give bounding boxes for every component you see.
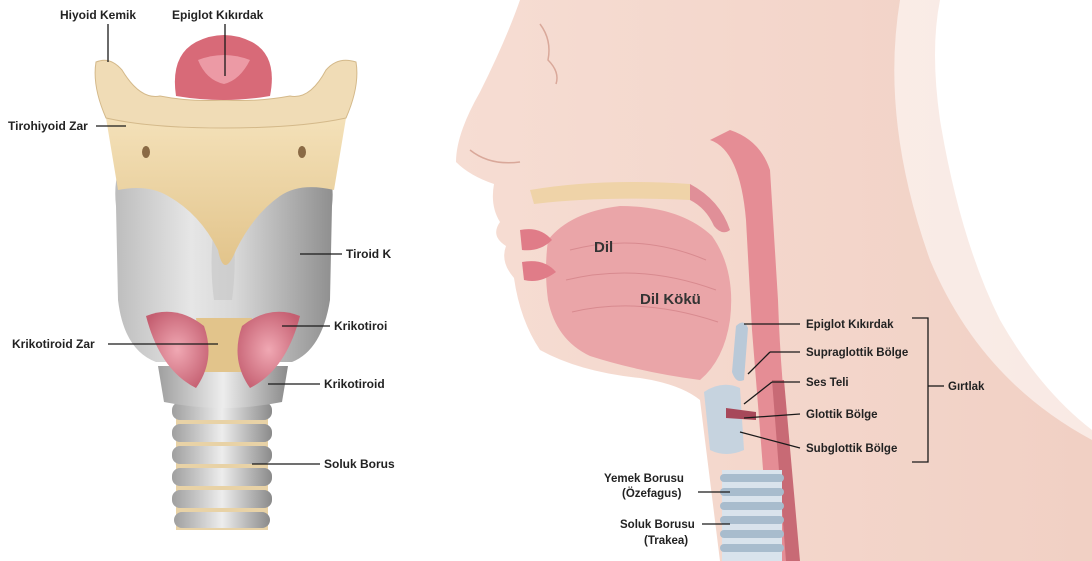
label-vocal-cord: Ses Teli — [806, 377, 849, 389]
label-esophagus-line2: (Özefagus) — [622, 487, 682, 500]
label-larynx: Gırtlak — [948, 381, 985, 393]
label-thyroid-cartilage: Tiroid K — [346, 247, 391, 261]
label-cricothyroid-muscle: Krikotiroi — [334, 319, 387, 333]
label-cricoid: Krikotiroid — [324, 377, 385, 391]
label-esophagus-line1: Yemek Borusu — [604, 473, 684, 485]
label-trachea-right-line1: Soluk Borusu — [620, 519, 695, 531]
label-cricothyroid-membrane: Krikotiroid Zar — [12, 337, 95, 351]
label-thyrohyoid-membrane: Tirohiyoid Zar — [8, 119, 88, 133]
larynx-front-view — [95, 35, 357, 530]
head-neck-sagittal-view — [456, 0, 1092, 561]
label-subglottic-region: Subglottik Bölge — [806, 443, 897, 455]
label-tongue: Dil — [594, 239, 613, 256]
label-glottic-region: Glottik Bölge — [806, 409, 878, 421]
label-epiglottis-left: Epiglot Kıkırdak — [172, 8, 264, 22]
label-trachea-right-line2: (Trakea) — [644, 535, 688, 547]
label-trachea-left: Soluk Borus — [324, 457, 395, 471]
label-supraglottic-region: Supraglottik Bölge — [806, 347, 908, 359]
label-hyoid-bone: Hiyoid Kemik — [60, 8, 136, 22]
label-tongue-root: Dil Kökü — [640, 291, 701, 308]
thyroid-cartilage-sagittal — [704, 385, 744, 454]
trachea-rings — [172, 400, 272, 530]
trachea-sagittal — [720, 470, 784, 561]
label-epiglottis-right: Epiglot Kıkırdak — [806, 319, 894, 331]
